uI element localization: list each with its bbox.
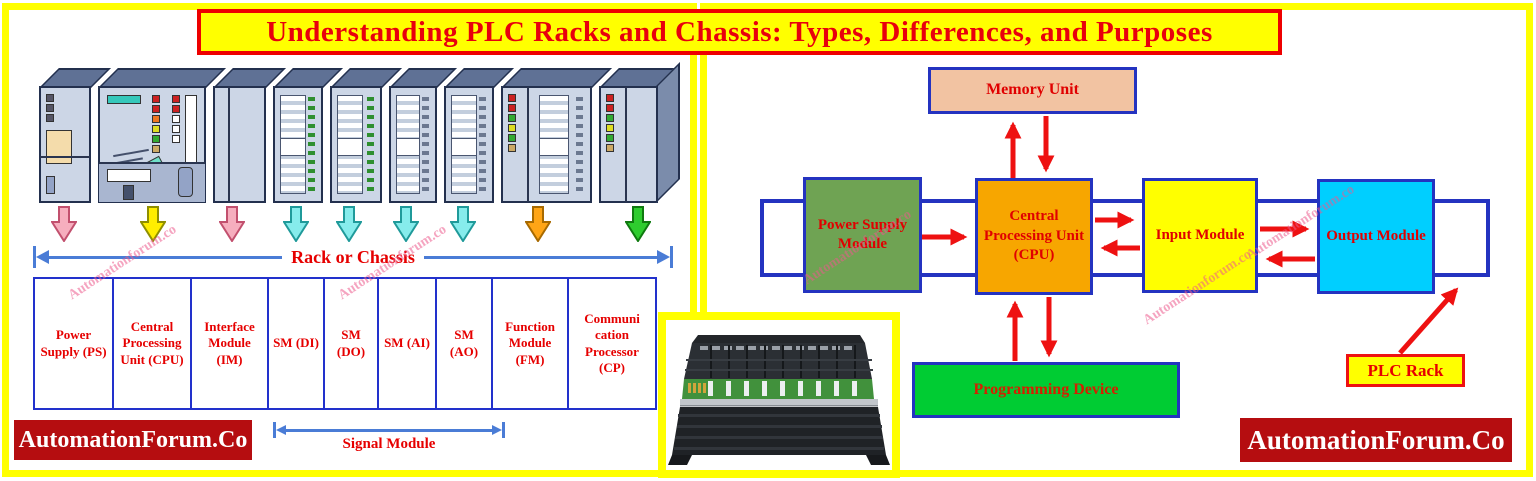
signal-module-label: Signal Module — [342, 436, 436, 452]
fm-status-leds — [508, 94, 516, 152]
block-label: PLC Rack — [1367, 360, 1444, 380]
down-arrow-power-supply — [51, 206, 77, 242]
label-window — [396, 138, 420, 156]
table-cell-sm-ao: SM (AO) — [435, 277, 493, 410]
rack-or-chassis-dimension: Rack or Chassis — [33, 246, 674, 268]
cpu-slot-cover — [107, 169, 151, 182]
page-title: Understanding PLC Racks and Chassis: Typ… — [197, 9, 1282, 55]
cpu-display — [107, 95, 141, 104]
down-arrow-function — [525, 206, 551, 242]
dimension-line — [286, 428, 492, 432]
rack-module-sm-di — [273, 86, 323, 203]
rack-module-comm-processor — [599, 86, 658, 203]
down-arrow-sm-ai — [393, 206, 419, 242]
cpu-status-leds — [152, 95, 160, 153]
block-cpu: Central Processing Unit (CPU) — [975, 178, 1093, 295]
block-memory-unit: Memory Unit — [928, 67, 1137, 114]
rack-module-interface — [213, 86, 266, 203]
down-arrow-comm-processor — [625, 206, 651, 242]
module-label-table: Power Supply (PS) Central Processing Uni… — [33, 277, 657, 410]
block-label: Memory Unit — [986, 81, 1079, 99]
plc-rack-callout: PLC Rack — [1346, 354, 1465, 387]
cpu-port — [178, 167, 193, 197]
cp-status-leds — [606, 94, 614, 152]
table-cell-sm-do: SM (DO) — [323, 277, 379, 410]
page-title-text: Understanding PLC Racks and Chassis: Typ… — [266, 15, 1213, 48]
signal-module-dimension — [273, 422, 505, 438]
plc-rack-illustration — [39, 86, 658, 203]
block-power-supply-module: Power Supply Module — [803, 177, 922, 293]
block-label: Programming Device — [973, 380, 1119, 398]
table-cell-cpu: Central Processing Unit (CPU) — [112, 277, 192, 410]
label-window — [539, 138, 569, 156]
table-cell-power-supply: Power Supply (PS) — [33, 277, 114, 410]
block-input-module: Input Module — [1142, 178, 1258, 293]
table-cell-function: Function Module (FM) — [491, 277, 569, 410]
rack-module-function — [501, 86, 592, 203]
block-label: Input Module — [1155, 226, 1245, 243]
channel-leds — [367, 97, 374, 192]
led-indicators — [46, 94, 54, 122]
down-arrow-sm-ao — [450, 206, 476, 242]
block-label: Central Processing Unit (CPU) — [983, 208, 1085, 264]
dimension-arrowhead — [36, 250, 49, 264]
rack-module-sm-do — [330, 86, 382, 203]
brand-badge-left: AutomationForum.Co — [14, 420, 252, 460]
label-window — [337, 138, 363, 156]
table-cell-interface: Interface Module (IM) — [190, 277, 269, 410]
channel-leds — [479, 97, 486, 192]
dimension-endbar — [670, 246, 674, 268]
label-window — [280, 138, 306, 156]
module-seam — [228, 87, 230, 202]
down-arrow-sm-do — [336, 206, 362, 242]
table-cell-comm-processor: Communi cation Processor (CP) — [567, 277, 657, 410]
module-label-plate — [46, 130, 72, 164]
dimension-endbar — [273, 422, 276, 438]
dimension-arrowhead — [492, 425, 502, 435]
plc-rack-photo-drawing — [668, 335, 890, 465]
module-seam — [625, 87, 627, 202]
module-seam — [40, 156, 90, 158]
block-programming-device: Programming Device — [912, 362, 1180, 418]
dimension-line — [49, 255, 283, 259]
channel-leds — [422, 97, 429, 192]
brand-text: AutomationForum.Co — [18, 426, 248, 453]
dimension-endbar — [33, 246, 36, 268]
table-cell-sm-di: SM (DI) — [267, 277, 325, 410]
rack-module-power-supply — [39, 86, 91, 203]
plc-rack-photo — [658, 312, 900, 478]
cpu-print — [113, 148, 149, 158]
cpu-mini-leds — [123, 185, 134, 200]
rack-module-cpu — [98, 86, 206, 203]
block-label: Output Module — [1326, 227, 1426, 244]
rack-module-sm-ai — [389, 86, 437, 203]
dimension-arrowhead — [276, 425, 286, 435]
module-seam — [527, 87, 529, 202]
block-output-module: Output Module — [1317, 179, 1435, 294]
rack-or-chassis-label: Rack or Chassis — [291, 246, 415, 267]
down-arrow-interface — [219, 206, 245, 242]
rack-module-sm-ao — [444, 86, 494, 203]
module-switch — [46, 176, 55, 194]
down-arrow-sm-di — [283, 206, 309, 242]
down-arrow-cpu — [140, 206, 166, 242]
block-label: Power Supply Module — [817, 216, 908, 253]
dimension-line — [423, 255, 658, 259]
dimension-endbar — [502, 422, 505, 438]
cpu-lower-section — [99, 162, 205, 202]
dimension-arrowhead — [657, 250, 671, 264]
channel-leds — [576, 97, 583, 192]
cpu-mode-leds — [172, 95, 180, 143]
label-window — [451, 138, 477, 156]
brand-text: AutomationForum.Co — [1247, 424, 1505, 455]
brand-badge-right: AutomationForum.Co — [1240, 418, 1512, 462]
table-cell-sm-ai: SM (AI) — [377, 277, 437, 410]
channel-leds — [308, 97, 315, 192]
